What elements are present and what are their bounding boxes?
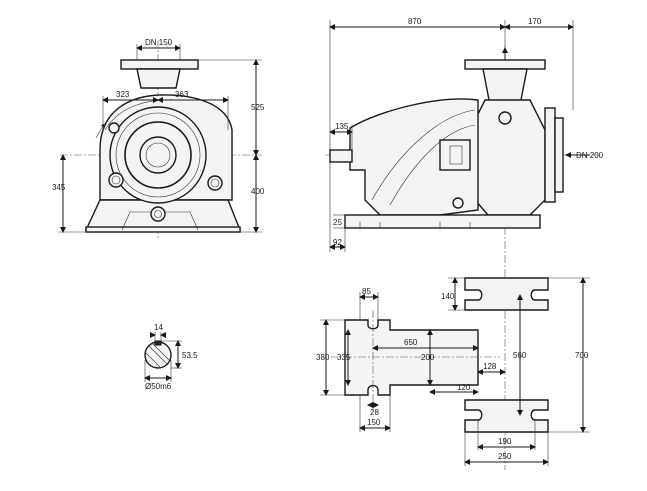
dim-25: 25: [333, 218, 342, 227]
shaft-seal-housing: [139, 136, 177, 174]
dim-92: 92: [333, 238, 342, 247]
discharge-flange: [120, 59, 199, 70]
dim-363: 363: [175, 90, 189, 99]
foundation-pad-top: [464, 277, 549, 311]
bolt-boss-left: [108, 172, 124, 188]
dim-128: 128: [483, 362, 497, 371]
dim-dn150: DN 150: [145, 38, 173, 47]
dim-560: 560: [513, 351, 527, 360]
dim-135: 135: [335, 122, 349, 131]
front-view: DN 150 323 363 525 400 345: [52, 38, 265, 238]
dim-14: 14: [154, 323, 163, 332]
dim-85: 85: [362, 287, 371, 296]
dim-28: 28: [370, 408, 379, 417]
dim-650: 650: [404, 338, 418, 347]
dim-190: 190: [498, 437, 512, 446]
foundation-pad-bottom: [464, 399, 549, 433]
shaft-section: 14 53.5 Ø50m6: [144, 323, 198, 391]
dim-380: 380: [316, 353, 330, 362]
drain-plug: [150, 206, 166, 222]
dim-700: 700: [575, 351, 589, 360]
dim-250: 250: [498, 452, 512, 461]
dim-870: 870: [408, 17, 422, 26]
foundation-bolt-plate: [344, 319, 479, 396]
dim-140: 140: [441, 292, 455, 301]
bolt-boss-right: [207, 175, 223, 191]
side-view: 870 170 DN 200 135: [325, 17, 604, 470]
dim-shaft-diameter: Ø50m6: [145, 382, 172, 391]
dim-323: 323: [116, 90, 130, 99]
shaft-key: [154, 340, 162, 346]
dim-dn200: DN 200: [576, 151, 604, 160]
dim-400: 400: [251, 187, 265, 196]
foundation-plan: 85 140 650 380 335 200 128 120 560: [316, 277, 590, 466]
base-plate: [344, 214, 541, 229]
dim-170: 170: [528, 17, 542, 26]
bearing-bracket: [349, 98, 479, 216]
dim-335: 335: [337, 353, 351, 362]
dim-120: 120: [457, 383, 471, 392]
dim-200: 200: [421, 353, 435, 362]
shaft-end: [329, 149, 353, 163]
dim-525: 525: [251, 103, 265, 112]
dim-53-5: 53.5: [182, 351, 198, 360]
dim-345: 345: [52, 183, 66, 192]
dim-150: 150: [367, 418, 381, 427]
